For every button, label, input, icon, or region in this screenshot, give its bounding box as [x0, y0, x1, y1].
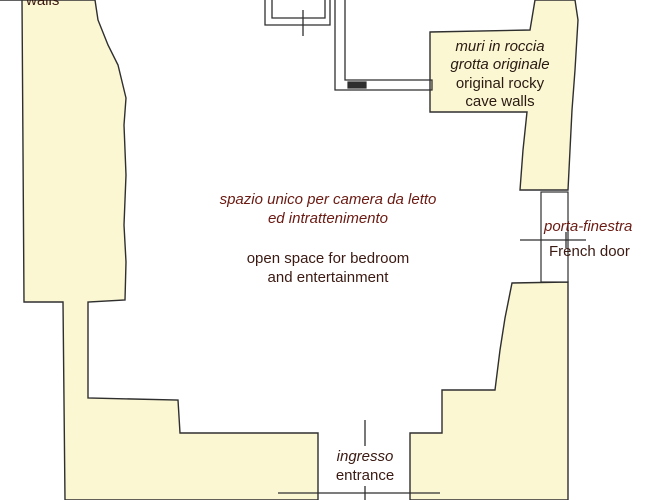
open-space-en-line2: and entertainment — [267, 269, 389, 286]
right-wall — [409, 281, 569, 500]
french-door-it-label: porta-finestra — [544, 218, 633, 235]
french-door — [540, 191, 569, 283]
entrance-en-label: entrance — [335, 467, 395, 484]
rock-walls-en-line2: cave walls — [465, 93, 535, 110]
open-space-it-line2: ed intrattenimento — [267, 210, 389, 227]
entrance-it-label: ingresso — [336, 448, 394, 465]
french-door-en-label: French door — [549, 243, 630, 260]
rock-walls-it-line2: grotta originale — [450, 56, 550, 73]
rock-walls-en-line1: original rocky — [455, 75, 545, 92]
small-vent — [347, 81, 367, 89]
top-corridor — [264, 0, 331, 26]
left-wall — [0, 0, 319, 500]
open-space-it-line1: spazio unico per camera da letto — [219, 191, 437, 208]
rocky-cave-wall — [429, 0, 579, 191]
walls-label-fragment: walls — [26, 0, 60, 9]
rock-walls-it-line1: muri in roccia — [455, 38, 545, 55]
open-space-en-line1: open space for bedroom — [246, 250, 410, 267]
